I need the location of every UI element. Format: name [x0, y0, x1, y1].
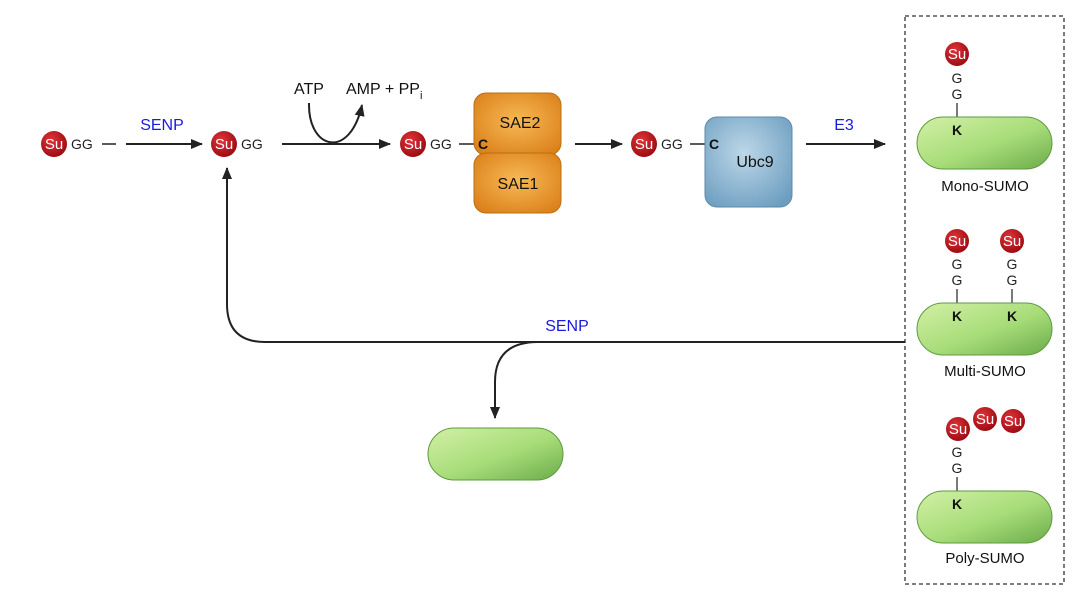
poly-sumo-product: Su Su Su G G K Poly-SUMO — [916, 407, 1053, 567]
sae1-block — [473, 152, 562, 214]
g-letter: G — [952, 460, 963, 476]
sumo-ball — [946, 417, 970, 441]
sae-heterodimer: SAE2 SAE1 C — [473, 92, 562, 214]
sumo-label: Su — [215, 136, 233, 153]
sumo-label: Su — [949, 421, 967, 438]
mono-sumo-product: Su G G K Mono-SUMO — [916, 42, 1053, 195]
multi-sumo-caption: Multi-SUMO — [944, 363, 1026, 380]
atp-label: ATP — [294, 81, 324, 98]
ubc9-label: Ubc9 — [736, 154, 773, 171]
g-letter: G — [952, 272, 963, 288]
substrate-protein — [916, 302, 1053, 356]
sae2-label: SAE2 — [500, 115, 541, 132]
sumo-ball — [41, 131, 67, 157]
sumo-ball — [400, 131, 426, 157]
sumo-label: Su — [976, 411, 994, 428]
gg-label: GG — [241, 136, 263, 152]
products-box — [904, 15, 1065, 585]
g-letter: G — [1007, 256, 1018, 272]
lysine-label: K — [952, 308, 962, 324]
sae1-label: SAE1 — [498, 176, 539, 193]
g-letter: G — [1007, 272, 1018, 288]
sumo-ball — [945, 42, 969, 66]
g-letter: G — [952, 70, 963, 86]
ubc9-cysteine-label: C — [709, 136, 719, 152]
senp-label-top: SENP — [140, 117, 184, 134]
release-arrow — [490, 341, 539, 419]
gg-label: GG — [661, 136, 683, 152]
sumo-ball — [973, 407, 997, 431]
ubc9-block — [704, 116, 793, 208]
gg-label: GG — [71, 136, 93, 152]
sumo-ball — [631, 131, 657, 157]
sumo-label: Su — [404, 136, 422, 153]
ubc9-enzyme: Ubc9 C — [704, 116, 793, 208]
sumo-label: Su — [1004, 413, 1022, 430]
sumo-precursor: Su GG — [41, 131, 116, 157]
lysine-label: K — [952, 122, 962, 138]
sumo-ball — [1001, 409, 1025, 433]
mono-sumo-caption: Mono-SUMO — [941, 178, 1029, 195]
sumo-label: Su — [1003, 233, 1021, 250]
substrate-protein — [916, 116, 1053, 170]
sumo-label: Su — [948, 233, 966, 250]
sumo-label: Su — [635, 136, 653, 153]
sumo-label: Su — [45, 136, 63, 153]
g-letter: G — [952, 444, 963, 460]
sumo-e1-thioester: Su GG — [400, 131, 474, 157]
g-letter: G — [952, 86, 963, 102]
recycle-arrow — [222, 167, 905, 343]
lysine-label: K — [952, 496, 962, 512]
lysine-label: K — [1007, 308, 1017, 324]
sumo-mature: Su GG — [211, 131, 263, 157]
g-letter: G — [952, 256, 963, 272]
amp-label: AMP + PPi — [346, 81, 422, 102]
free-substrate-protein — [427, 427, 564, 481]
substrate-protein — [916, 490, 1053, 544]
multi-sumo-product: Su Su G G G G K K Multi-SUMO — [916, 229, 1053, 380]
poly-sumo-caption: Poly-SUMO — [945, 550, 1024, 567]
sumo-ball — [1000, 229, 1024, 253]
sumo-ball — [211, 131, 237, 157]
senp-label-bottom: SENP — [545, 318, 589, 335]
gg-label: GG — [430, 136, 452, 152]
amp-subscript: i — [420, 90, 422, 102]
e3-label: E3 — [834, 117, 854, 134]
sumo-label: Su — [948, 46, 966, 63]
sumo-ball — [945, 229, 969, 253]
atp-arc — [307, 102, 365, 144]
sae2-cysteine-label: C — [478, 136, 488, 152]
sumo-e2-thioester: Su GG — [631, 131, 705, 157]
